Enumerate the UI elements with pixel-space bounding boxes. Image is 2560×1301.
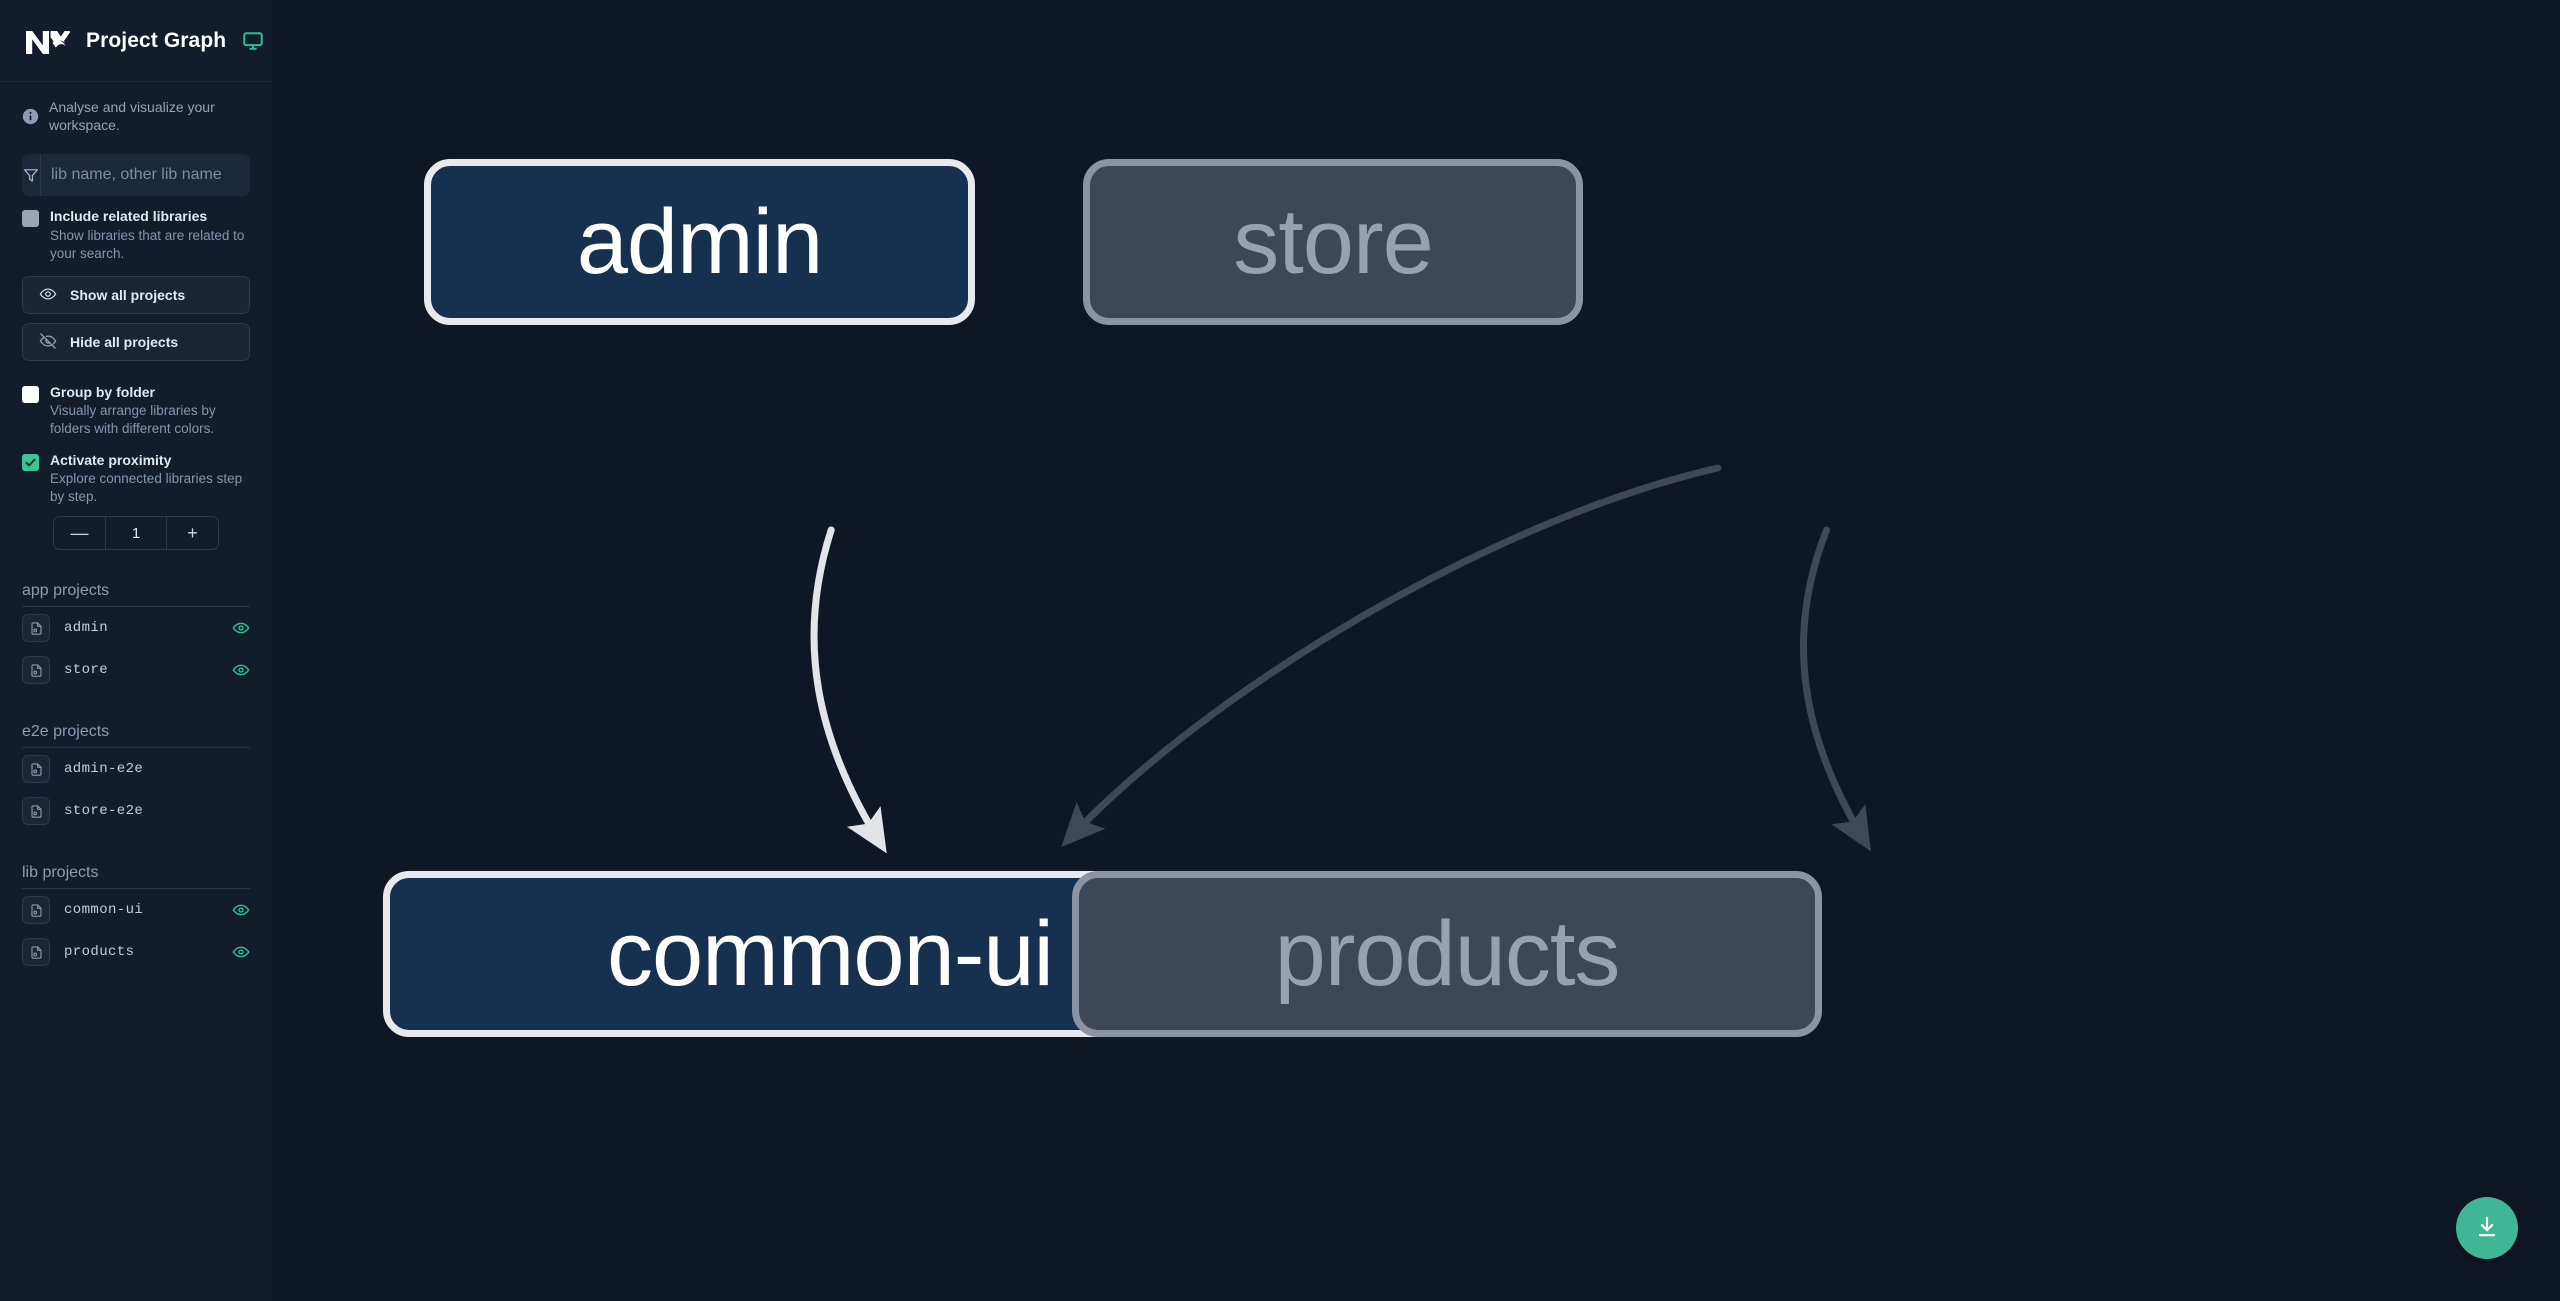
- graph-node-admin[interactable]: admin: [424, 159, 975, 325]
- workspace-blurb: Analyse and visualize your workspace.: [0, 82, 272, 144]
- option-title: Group by folder: [50, 384, 155, 400]
- graph-canvas[interactable]: admin store common-ui products: [272, 0, 2560, 1301]
- download-icon: [2474, 1214, 2500, 1243]
- page-title: Project Graph: [86, 28, 227, 52]
- project-row-admin-e2e[interactable]: admin-e2e: [22, 748, 250, 790]
- option-description: Visually arrange libraries by folders wi…: [50, 403, 216, 437]
- search-input[interactable]: [41, 154, 250, 197]
- project-file-icon: [22, 656, 50, 685]
- project-name: store-e2e: [64, 803, 144, 820]
- eye-off-icon: [39, 332, 57, 353]
- option-title: Include related libraries: [50, 208, 208, 225]
- project-name: products: [64, 944, 135, 961]
- option-description: Show libraries that are related to your …: [50, 227, 245, 261]
- edge-store-to-products: [1799, 526, 1871, 852]
- blurb-text: Analyse and visualize your workspace.: [49, 99, 215, 134]
- project-visibility-toggle-common-ui[interactable]: [232, 901, 250, 919]
- checkbox-group-by-folder[interactable]: [22, 386, 39, 403]
- project-row-store-e2e[interactable]: store-e2e: [22, 790, 250, 832]
- show-all-projects-label: Show all projects: [70, 287, 186, 303]
- checkbox-activate-proximity[interactable]: [22, 453, 39, 471]
- group-heading: e2e projects: [22, 723, 250, 749]
- sidebar: Project Graph Analyse and: [0, 0, 272, 1301]
- sidebar-header: Project Graph: [0, 0, 272, 82]
- option-description: Explore connected libraries step by step…: [50, 470, 243, 505]
- project-file-icon: [22, 614, 50, 643]
- nx-logo: [22, 23, 71, 59]
- project-name: admin-e2e: [64, 761, 144, 778]
- edge-store-to-common-ui: [1061, 464, 1722, 848]
- project-visibility-toggle-admin[interactable]: [232, 619, 250, 637]
- project-row-common-ui[interactable]: common-ui: [22, 889, 250, 931]
- edge-admin-to-common-ui: [810, 526, 887, 854]
- eye-icon: [39, 285, 57, 306]
- proximity-decrease-button[interactable]: —: [54, 517, 106, 550]
- project-file-icon: [22, 755, 50, 784]
- group-e2e-projects: e2e projects admin-e2e: [0, 723, 272, 832]
- proximity-stepper: — 1 +: [53, 516, 219, 551]
- show-all-projects-button[interactable]: Show all projects: [22, 276, 250, 314]
- project-file-icon: [22, 896, 50, 925]
- hide-all-projects-button[interactable]: Hide all projects: [22, 323, 250, 361]
- project-row-admin[interactable]: admin: [22, 607, 250, 649]
- filter-icon: [22, 154, 41, 197]
- option-include-related-libraries[interactable]: Include related libraries Show libraries…: [0, 196, 272, 263]
- graph-node-common-ui[interactable]: common-ui: [383, 871, 1277, 1037]
- info-icon: [22, 108, 39, 125]
- search-box[interactable]: [22, 154, 250, 197]
- proximity-value: 1: [131, 524, 141, 542]
- proximity-increase-button[interactable]: +: [166, 517, 218, 550]
- graph-node-store[interactable]: store: [1083, 159, 1583, 325]
- option-group-by-folder[interactable]: Group by folder Visually arrange librari…: [0, 361, 272, 439]
- project-name: common-ui: [64, 902, 144, 919]
- project-file-icon: [22, 938, 50, 967]
- proximity-stepper-wrap: — 1 +: [0, 506, 272, 551]
- group-lib-projects: lib projects common-ui: [0, 864, 272, 973]
- graph-edges-layer: [810, 464, 1871, 854]
- project-name: store: [64, 662, 109, 679]
- graph-node-products[interactable]: products: [1072, 871, 1822, 1037]
- sidebar-scroll-area[interactable]: Project Graph Analyse and: [0, 0, 272, 1301]
- checkbox-include-related-libraries[interactable]: [22, 210, 39, 228]
- visibility-buttons: Show all projects Hide all projects: [0, 263, 272, 361]
- project-row-store[interactable]: store: [22, 649, 250, 691]
- option-title: Activate proximity: [50, 451, 172, 468]
- project-file-icon: [22, 797, 50, 826]
- download-button[interactable]: [2456, 1197, 2518, 1259]
- project-visibility-toggle-products[interactable]: [232, 943, 250, 961]
- search-row: [0, 144, 272, 197]
- hide-all-projects-label: Hide all projects: [70, 334, 179, 350]
- project-row-products[interactable]: products: [22, 931, 250, 973]
- group-heading: app projects: [22, 582, 250, 608]
- group-app-projects: app projects admin: [0, 582, 272, 691]
- project-visibility-toggle-store[interactable]: [232, 661, 250, 679]
- project-name: admin: [64, 620, 109, 637]
- option-activate-proximity[interactable]: Activate proximity Explore connected lib…: [0, 439, 272, 507]
- monitor-icon[interactable]: [242, 30, 264, 52]
- group-heading: lib projects: [22, 864, 250, 890]
